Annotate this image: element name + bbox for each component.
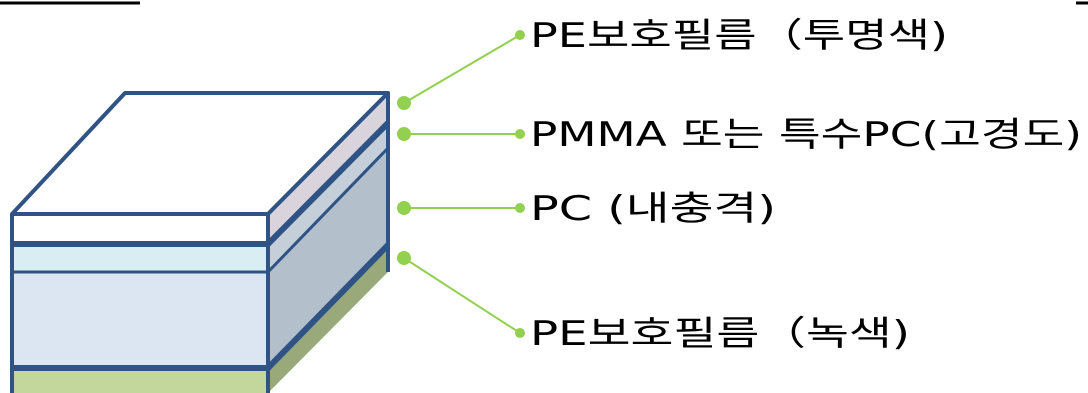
leader-dot-start-pmma bbox=[397, 127, 411, 141]
pe-green-front-face bbox=[12, 370, 268, 393]
label-pe-clear: PE보호필름（투명색) bbox=[530, 16, 948, 56]
separator-side-2 bbox=[266, 146, 390, 274]
pmma-side-face bbox=[268, 123, 388, 272]
leader-dot-end-pe-clear bbox=[515, 30, 525, 40]
pe-clear-side-face bbox=[268, 93, 388, 244]
leader-dot-end-pc bbox=[515, 203, 525, 213]
leader-dot-end-pmma bbox=[515, 129, 525, 139]
edge-top-side bbox=[266, 91, 390, 216]
label-pe-green: PE보호필름（녹색) bbox=[530, 314, 910, 354]
pe-clear-front-face bbox=[12, 214, 268, 242]
leader-dot-start-pe-green bbox=[397, 251, 411, 265]
pe-green-side-face bbox=[268, 245, 388, 393]
label-pmma: PMMA 또는 특수PC(고경도) bbox=[530, 115, 1082, 155]
leader-pc bbox=[397, 201, 525, 215]
leader-line-pe-clear bbox=[403, 34, 521, 104]
separator-side-3 bbox=[265, 242, 391, 371]
pc-side-face bbox=[268, 148, 388, 368]
leader-line-pe-green bbox=[403, 257, 521, 334]
layer-block bbox=[10, 91, 391, 393]
leader-dot-end-pe-green bbox=[515, 328, 525, 338]
pmma-front-face bbox=[12, 247, 268, 271]
leader-pe-green bbox=[397, 251, 525, 338]
separator-side-1 bbox=[265, 120, 391, 247]
leader-pe-clear bbox=[397, 30, 525, 110]
label-pc: PC (내충격) bbox=[530, 189, 776, 229]
leader-dot-start-pc bbox=[397, 201, 411, 215]
leader-dot-start-pe-clear bbox=[397, 96, 411, 110]
leader-pmma bbox=[397, 127, 525, 141]
pc-front-face bbox=[12, 273, 268, 365]
